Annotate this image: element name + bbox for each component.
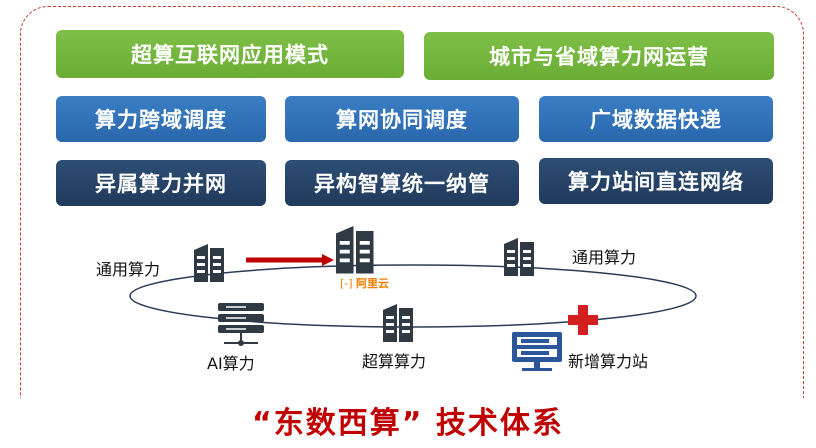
label-supercomputing: 超算算力 xyxy=(362,352,427,371)
label-ai: AI算力 xyxy=(207,354,255,373)
server-icon xyxy=(504,238,534,276)
tag-direct-station-network: 算力站间直连网络 xyxy=(539,158,773,204)
arrow-icon xyxy=(246,254,334,266)
tag-cross-domain-scheduling: 算力跨域调度 xyxy=(56,96,266,142)
tag-wide-area-data-express: 广域数据快递 xyxy=(539,96,773,142)
tag-network-collaborative-scheduling: 算网协同调度 xyxy=(285,96,519,142)
cloud-logo-bracket: [-] xyxy=(340,277,353,290)
network-ring xyxy=(129,264,697,328)
cloud-server-icon xyxy=(336,226,374,274)
tag-heterogeneous-ownership-grid: 异属算力并网 xyxy=(56,160,266,206)
tag-heterogeneous-ai-management: 异构智算统一纳管 xyxy=(285,160,519,206)
tag-city-province-operation: 城市与省域算力网运营 xyxy=(424,32,774,80)
monitor-station-icon xyxy=(512,332,562,371)
server-icon xyxy=(194,244,224,282)
cloud-logo-text: 阿里云 xyxy=(356,277,389,290)
footer-title: “东数西算” 技术体系 xyxy=(0,398,816,442)
plus-icon xyxy=(568,305,598,335)
rack-server-icon xyxy=(218,303,264,346)
label-general-right: 通用算力 xyxy=(572,248,637,267)
label-new-station: 新增算力站 xyxy=(568,352,649,371)
label-general-left: 通用算力 xyxy=(96,260,161,279)
tag-supercomputing-internet-mode: 超算互联网应用模式 xyxy=(56,30,404,78)
server-icon xyxy=(383,304,413,342)
